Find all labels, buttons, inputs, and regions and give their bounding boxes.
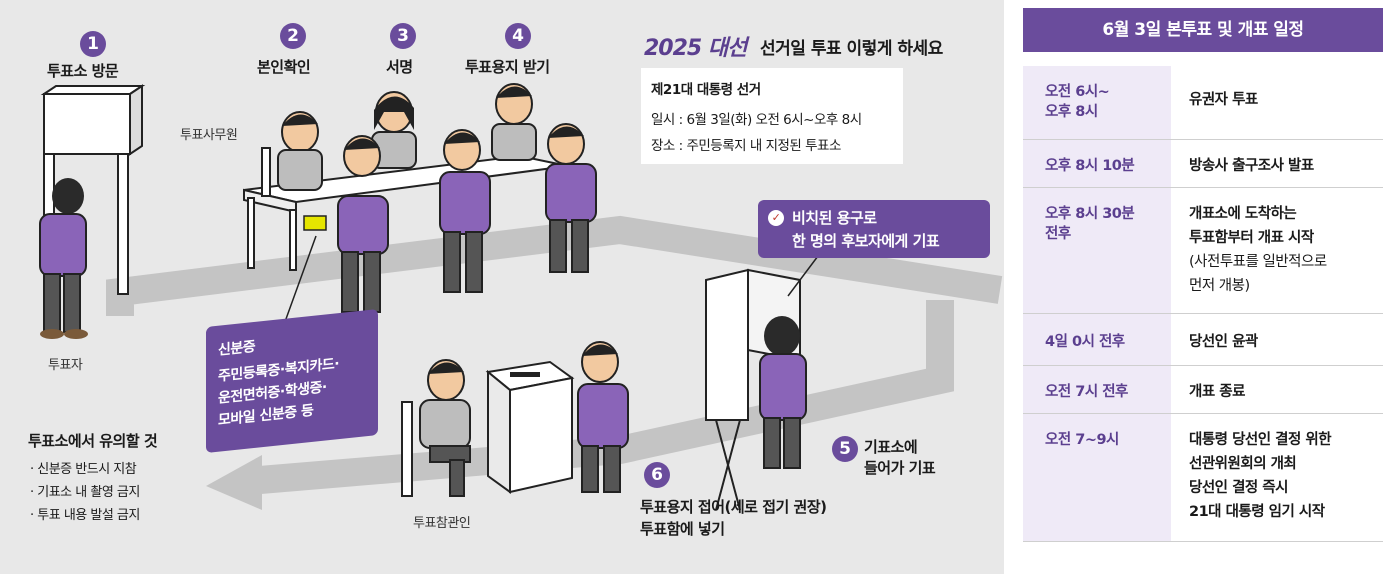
staff-figure-icon	[277, 111, 323, 191]
info-heading: 제21대 대통령 선거	[651, 82, 761, 98]
schedule-header: 6월 3일 본투표 및 개표 일정	[1023, 8, 1383, 52]
schedule-desc: 투표함부터 개표 시작	[1189, 230, 1314, 246]
schedule-time: 오후 8시	[1045, 104, 1098, 120]
notes-item: · 기표소 내 촬영 금지	[30, 485, 140, 500]
observer-label: 투표참관인	[413, 516, 471, 531]
election-info-box: 제21대 대통령 선거 일시 : 6월 3일(화) 오전 6시~오후 8시 장소…	[641, 68, 903, 164]
page-title: 선거일 투표 이렇게 하세요	[760, 39, 943, 59]
voter-figure-icon	[439, 129, 491, 293]
schedule-desc: 당선인 윤곽	[1189, 334, 1258, 350]
step-3-label: 서명	[386, 58, 413, 76]
step-1-number: 1	[80, 31, 106, 57]
voting-process-illustration	[39, 83, 1003, 511]
title-year: 2025 대선	[644, 36, 747, 61]
schedule-row: 4일 0시 전후 당선인 윤곽	[1023, 314, 1383, 366]
registration-table-icon	[243, 147, 569, 271]
info-place: 장소 : 주민등록지 내 지정된 투표소	[651, 138, 841, 154]
schedule-desc: 당선인 결정 즉시	[1189, 480, 1288, 496]
callout-pointer	[281, 235, 317, 331]
info-datetime: 일시 : 6월 3일(화) 오전 6시~오후 8시	[651, 112, 862, 128]
stamp-icon: ✓	[768, 210, 784, 226]
schedule-desc: 대통령 당선인 결정 위한	[1189, 432, 1332, 448]
schedule-table: 6월 3일 본투표 및 개표 일정 오전 6시~ 오후 8시 유권자 투표 오후 …	[1013, 0, 1394, 574]
step-2-label: 본인확인	[257, 58, 311, 76]
step-6-number: 6	[644, 462, 670, 488]
step-5-label-line2: 들어가 기표	[864, 459, 936, 477]
step-5-label-line1: 기표소에	[864, 438, 918, 456]
voter-figure-icon	[39, 178, 88, 339]
notes-item: · 투표 내용 발설 금지	[30, 508, 140, 523]
schedule-desc: (사전투표를 일반적으로	[1189, 254, 1327, 270]
step-2-number: 2	[280, 23, 306, 49]
schedule-row: 오전 6시~ 오후 8시 유권자 투표	[1023, 66, 1383, 140]
schedule-row: 오후 8시 10분 방송사 출구조사 발표	[1023, 140, 1383, 188]
stamp-callout: ✓ 비치된 용구로 한 명의 후보자에게 기표	[758, 200, 990, 258]
schedule-row: 오전 7시 전후 개표 종료	[1023, 366, 1383, 414]
schedule-row: 오전 7~9시 대통령 당선인 결정 위한 선관위원회의 개최 당선인 결정 즉…	[1023, 414, 1383, 542]
step-5-number: 5	[832, 436, 858, 462]
stamp-callout-line2: 한 명의 후보자에게 기표	[792, 232, 940, 250]
schedule-time: 4일 0시 전후	[1045, 334, 1125, 350]
schedule-desc: 개표소에 도착하는	[1189, 206, 1297, 222]
schedule-desc: 개표 종료	[1189, 384, 1245, 400]
schedule-time: 오후 8시 30분	[1045, 206, 1135, 222]
step-4-number: 4	[505, 23, 531, 49]
schedule-time: 오전 7시 전후	[1045, 384, 1128, 400]
voter-figure-icon	[759, 316, 807, 469]
stamp-callout-line1: 비치된 용구로	[792, 209, 877, 227]
staff-label: 투표사무원	[180, 128, 238, 143]
notes-item: · 신분증 반드시 지참	[30, 462, 137, 477]
staff-figure-icon	[371, 91, 417, 169]
observer-figure-icon	[401, 359, 471, 497]
schedule-time: 전후	[1045, 226, 1071, 242]
id-callout-line1: 신분증	[218, 338, 256, 359]
step-6-label-line1: 투표용지 접어(세로 접기 권장)	[640, 498, 827, 516]
step-3-number: 3	[390, 23, 416, 49]
ballot-box-icon	[485, 360, 575, 494]
schedule-time: 오전 6시~	[1045, 84, 1110, 100]
notes-title: 투표소에서 유의할 것	[28, 432, 158, 450]
schedule-desc: 21대 대통령 임기 시작	[1189, 504, 1325, 520]
schedule-desc: 방송사 출구조사 발표	[1189, 158, 1314, 174]
id-callout: 신분증 주민등록증·복지카드· 운전면허증·학생증· 모바일 신분증 등	[206, 308, 378, 454]
step-4-label: 투표용지 받기	[465, 58, 550, 76]
voter-figure-icon	[545, 123, 597, 273]
step-1-label: 투표소 방문	[47, 62, 119, 80]
callout-pointer	[787, 255, 819, 297]
schedule-desc: 먼저 개봉)	[1189, 278, 1250, 294]
voter-label: 투표자	[48, 358, 83, 373]
schedule-desc: 유권자 투표	[1189, 92, 1258, 108]
staff-figure-icon	[491, 83, 537, 161]
flow-arrow-head	[206, 455, 262, 510]
illustration-panel: 1 투표소 방문 2 본인확인 3 서명 4 투표용지 받기 5 기표소에 들어…	[0, 0, 1004, 574]
schedule-time: 오전 7~9시	[1045, 432, 1119, 448]
schedule-desc: 선관위원회의 개최	[1189, 456, 1297, 472]
schedule-time: 오후 8시 10분	[1045, 158, 1135, 174]
voter-figure-icon	[303, 135, 389, 313]
step-6-label-line2: 투표함에 넣기	[640, 520, 725, 538]
voter-figure-icon	[577, 341, 629, 493]
